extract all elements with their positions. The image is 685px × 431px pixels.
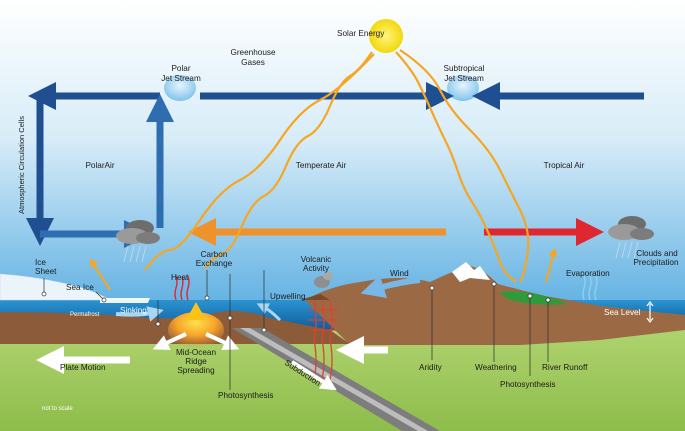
sea-level-marker (646, 301, 654, 323)
label-river-runoff: River Runoff (542, 363, 588, 372)
label-carbon-exchange-line2: Exchange (196, 259, 233, 268)
label-subtropical-jet-line2: Jet Stream (444, 74, 484, 83)
heat-arrows (174, 275, 190, 301)
label-clouds-line1: Clouds and (636, 249, 678, 258)
mid-ocean-ridge-magma (168, 312, 224, 348)
label-evaporation: Evaporation (566, 269, 610, 278)
label-sea-ice: Sea Ice (66, 283, 94, 292)
reflected-energy-arrows (89, 247, 558, 291)
label-ridge-line1: Mid-Ocean (176, 348, 216, 357)
ridge-vent (186, 302, 206, 320)
sun (369, 19, 403, 53)
sinking-arrow (115, 306, 164, 322)
vegetation (500, 291, 568, 305)
label-permafrost: Permafrost (70, 312, 100, 318)
label-ice-sheet-line1: Ice (35, 258, 46, 267)
label-not-to-scale: not to scale (42, 406, 73, 412)
label-tropical-air: Tropical Air (544, 161, 585, 170)
ridge-spreading-arrows (152, 332, 240, 350)
label-greenhouse-line1: Greenhouse (230, 48, 276, 57)
label-solar-energy: Solar Energy (337, 29, 385, 38)
subduction-arrow (290, 360, 337, 391)
wind-arrow (360, 275, 421, 298)
subtropical-jet-stream-blob (447, 75, 479, 101)
label-plate-motion: Plate Motion (60, 363, 106, 372)
label-wind: Wind (390, 269, 409, 278)
label-temperate-air: Temperate Air (296, 161, 347, 170)
label-photosynthesis-land: Photosynthesis (500, 380, 556, 389)
label-ice-sheet-line2: Sheet (35, 267, 57, 276)
sea-ice (100, 298, 150, 303)
label-photosynthesis-ocean: Photosynthesis (218, 391, 274, 400)
label-heat: Heat (171, 273, 189, 282)
volcano-magma-column (308, 299, 338, 381)
label-volcanic-line1: Volcanic (301, 255, 332, 264)
storm-cloud-right (608, 216, 654, 259)
volcano-cone (300, 294, 330, 300)
label-upwelling: Upwelling (270, 292, 306, 301)
upwelling-arrow (256, 303, 282, 322)
label-aridity: Aridity (419, 363, 443, 372)
temperate-cell (186, 82, 454, 246)
evaporation-arrows (582, 275, 598, 301)
tropical-cell (472, 82, 658, 246)
label-carbon-exchange-line1: Carbon (201, 250, 228, 259)
label-weathering: Weathering (475, 363, 517, 372)
label-sea-level: Sea Level (604, 308, 641, 317)
label-volcanic-line2: Activity (303, 264, 330, 273)
label-greenhouse-line2: Gases (241, 58, 265, 67)
mountain-snowcap (452, 262, 490, 282)
label-clouds-line2: Precipitation (633, 258, 679, 267)
label-subtropical-jet-line1: Subtropical (444, 64, 485, 73)
label-atmospheric-cells: Atmospheric Circulation Cells (17, 116, 26, 214)
solar-rays (144, 49, 530, 283)
label-polar-jet-line2: Jet Stream (161, 74, 201, 83)
label-sinking: Sinking (120, 306, 147, 315)
label-ridge-line2: Ridge (185, 357, 207, 366)
label-ridge-line3: Spreading (177, 366, 215, 375)
label-polar-air: PolarAir (85, 161, 114, 170)
sky-background (0, 0, 685, 310)
leader-lines (41, 270, 551, 390)
label-polar-jet-line1: Polar (171, 64, 190, 73)
storm-cloud-left (116, 220, 160, 263)
